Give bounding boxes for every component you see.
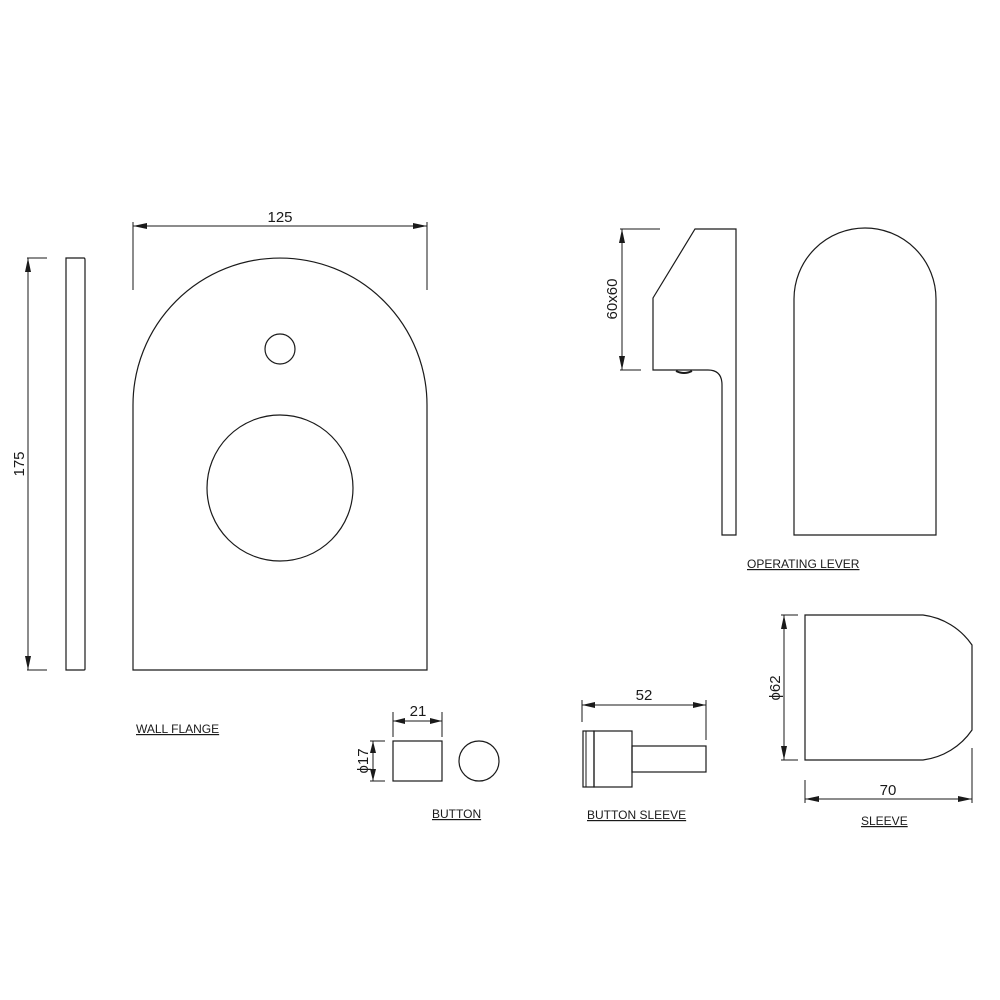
wall-flange-label: WALL FLANGE	[136, 722, 219, 736]
sleeve-length-dim: 70	[880, 782, 897, 799]
button-sleeve-shaft	[631, 745, 707, 773]
button-length-dim: 21	[410, 703, 427, 720]
sleeve-diameter-dim: ϕ62	[767, 675, 784, 700]
arrow-down-icon	[370, 769, 376, 781]
arrow-up-icon	[370, 741, 376, 753]
wall-flange-group: 175 125 WALL FLANGE	[11, 209, 428, 736]
arrow-right-icon	[413, 223, 427, 229]
wall-flange-large-hole	[206, 414, 354, 562]
arrow-down-icon	[781, 746, 787, 760]
arrow-left-icon	[133, 223, 147, 229]
button-diameter-dim: ϕ17	[355, 748, 372, 773]
operating-lever-side-profile	[652, 228, 737, 536]
operating-lever-label: OPERATING LEVER	[747, 557, 860, 571]
button-group: 21 ϕ17 BUTTON	[355, 703, 500, 821]
arrow-right-icon	[430, 718, 442, 724]
arrow-up-icon	[619, 229, 625, 243]
wall-flange-outline	[132, 257, 428, 671]
operating-lever-front-view	[793, 227, 937, 536]
arrow-up-icon	[25, 258, 31, 272]
sleeve-group: ϕ62 70 SLEEVE	[767, 614, 973, 828]
arrow-left-icon	[582, 702, 595, 708]
operating-lever-weld-mark	[675, 370, 693, 374]
arrow-down-icon	[619, 356, 625, 370]
arrow-right-icon	[693, 702, 706, 708]
button-sleeve-group: 52 BUTTON SLEEVE	[581, 687, 707, 822]
button-sleeve-length-dim: 52	[636, 687, 653, 704]
arrow-up-icon	[781, 615, 787, 629]
button-label: BUTTON	[432, 807, 481, 821]
wall-flange-height-dim: 175	[11, 451, 28, 476]
sleeve-label: SLEEVE	[861, 814, 908, 828]
arrow-down-icon	[25, 656, 31, 670]
arrow-right-icon	[958, 796, 972, 802]
arrow-left-icon	[805, 796, 819, 802]
wall-flange-small-hole	[264, 333, 296, 365]
button-sleeve-label: BUTTON SLEEVE	[587, 808, 686, 822]
button-sleeve-cap	[582, 730, 595, 788]
operating-lever-size-dim: 60x60	[604, 279, 621, 320]
button-side-view	[392, 740, 443, 782]
operating-lever-group: 60x60 OPERATING LEVER	[604, 227, 937, 571]
arrow-left-icon	[393, 718, 405, 724]
wall-flange-side-profile	[65, 257, 86, 671]
button-sleeve-body	[593, 730, 633, 788]
sleeve-outline	[804, 614, 973, 761]
wall-flange-width-dim: 125	[267, 209, 292, 226]
button-end-view	[458, 740, 500, 782]
